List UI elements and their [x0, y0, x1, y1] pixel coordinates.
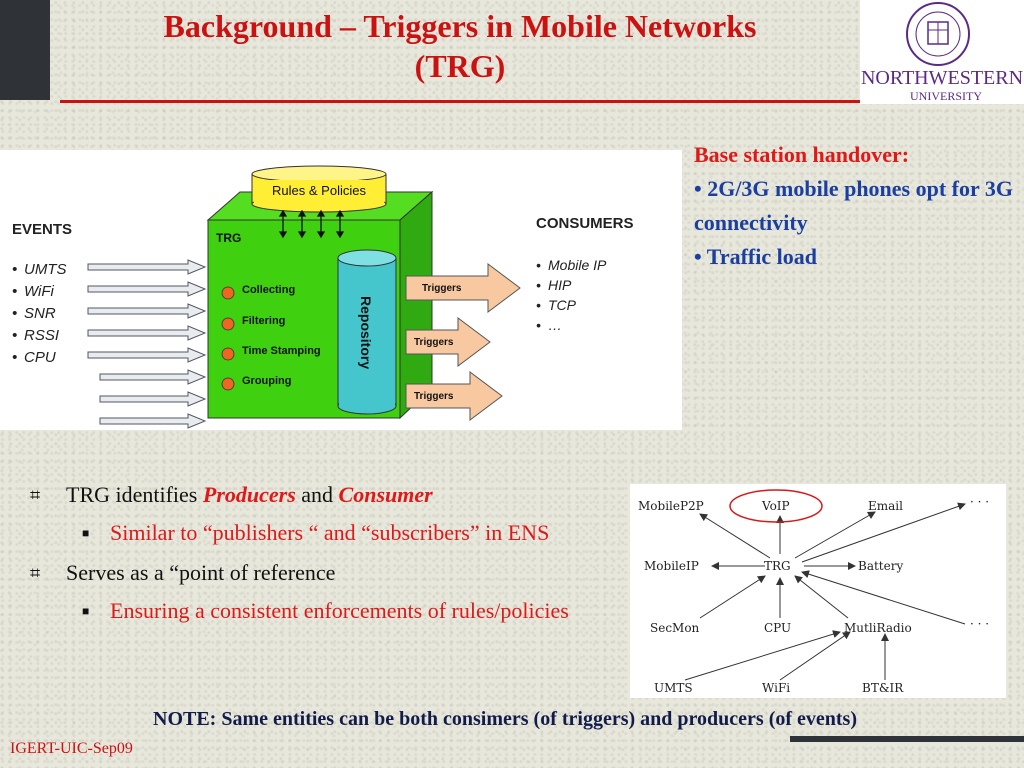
corner-block — [0, 0, 50, 100]
node-umts: UMTS — [654, 681, 693, 695]
bullet-mark-icon: ⌗ — [30, 485, 41, 505]
handover-text: Base station handover: • 2G/3G mobile ph… — [694, 138, 1014, 274]
event-item: RSSI — [24, 327, 59, 344]
trigger-label: Triggers — [422, 283, 462, 294]
university-logo: NORTHWESTERN UNIVERSITY — [860, 0, 1024, 104]
node-mobileip: MobileIP — [644, 559, 699, 573]
bullet-mark-icon: ⌗ — [30, 563, 41, 583]
note-text: NOTE: Same entities can be both consimer… — [153, 708, 857, 730]
node-ellipsis-bottom: · · · — [970, 617, 989, 631]
node-wifi: WiFi — [762, 681, 790, 695]
event-arrow — [87, 259, 207, 275]
function-label: Time Stamping — [242, 345, 321, 357]
title-underline — [60, 100, 888, 103]
sub-bullet-item: ■ Ensuring a consistent enforcements of … — [30, 594, 570, 628]
node-btir: BT&IR — [862, 681, 904, 695]
repository-label: Repository — [358, 296, 374, 369]
consumer-emphasis: Consumer — [338, 482, 433, 507]
function-dot — [221, 286, 235, 300]
node-battery: Battery — [858, 559, 903, 573]
event-arrow — [87, 347, 207, 363]
event-arrow — [87, 281, 207, 297]
node-trg: TRG — [764, 559, 791, 573]
rules-cylinder-top — [251, 165, 387, 183]
event-item: UMTS — [24, 261, 67, 278]
consumer-item: Mobile IP — [548, 257, 607, 273]
trg-label: TRG — [216, 231, 241, 245]
function-dot — [221, 317, 235, 331]
event-arrow — [99, 391, 207, 407]
university-seal-icon — [906, 2, 970, 66]
node-email: Email — [868, 499, 903, 513]
bottom-bar — [790, 736, 1024, 742]
event-item: CPU — [24, 349, 56, 366]
node-cpu: CPU — [764, 621, 791, 635]
bullet-item: ⌗ Serves as a “point of reference — [30, 556, 630, 590]
event-arrow — [87, 325, 207, 341]
event-bullet: • — [12, 305, 17, 322]
title-line-2: (TRG) — [414, 48, 506, 84]
square-bullet-icon: ■ — [82, 526, 90, 540]
trigger-arrow — [405, 317, 491, 367]
consumer-bullet: • — [536, 257, 541, 273]
event-bullet: • — [12, 261, 17, 278]
events-heading: EVENTS — [12, 221, 72, 238]
node-multiradio: MutliRadio — [844, 621, 912, 635]
function-label: Filtering — [242, 315, 285, 327]
event-arrow — [99, 413, 207, 429]
node-ellipsis-top: · · · — [970, 495, 989, 509]
square-bullet-icon: ■ — [82, 604, 90, 618]
event-bullet: • — [12, 327, 17, 344]
event-arrow — [87, 303, 207, 319]
trigger-arrow — [405, 263, 521, 313]
logo-name: NORTHWESTERN — [861, 67, 1023, 89]
function-dot — [221, 377, 235, 391]
event-item: SNR — [24, 305, 56, 322]
sub-bullet-item: ■ Similar to “publishers “ and “subscrib… — [30, 516, 570, 550]
node-mobilep2p: MobileP2P — [638, 499, 704, 513]
trigger-arrow — [405, 371, 503, 421]
consumer-bullet: • — [536, 317, 541, 333]
event-bullet: • — [12, 349, 17, 366]
bullet-list: ⌗ TRG identifies Producers and Consumer … — [30, 478, 630, 628]
event-item: WiFi — [24, 283, 55, 300]
producers-emphasis: Producers — [202, 482, 296, 507]
function-dot — [221, 347, 235, 361]
repository-cylinder — [337, 257, 397, 407]
node-voip: VoIP — [761, 499, 790, 513]
voip-highlight-circle — [729, 489, 823, 523]
rules-label: Rules & Policies — [272, 183, 366, 198]
handover-heading: Base station handover: — [694, 142, 910, 167]
handover-item: • 2G/3G mobile phones opt for 3G connect… — [694, 176, 1013, 235]
logo-sub: UNIVERSITY — [910, 89, 982, 103]
consumer-bullet: • — [536, 297, 541, 313]
function-label: Grouping — [242, 375, 292, 387]
consumer-bullet: • — [536, 277, 541, 293]
title-line-1: Background – Triggers in Mobile Networks — [163, 8, 757, 44]
bullet-item: ⌗ TRG identifies Producers and Consumer — [30, 478, 630, 512]
consumer-item: TCP — [548, 297, 577, 313]
node-secmon: SecMon — [650, 621, 700, 635]
event-arrow — [99, 369, 207, 385]
footer-text: IGERT-UIC-Sep09 — [10, 740, 133, 757]
trg-architecture-diagram: EVENTS UMTS WiFi SNR RSSI CPU • • • • • TRG — [0, 150, 682, 430]
trigger-label: Triggers — [414, 337, 454, 348]
entity-graph: MobileP2P VoIP Email · · · MobileIP TRG … — [630, 484, 1006, 698]
trigger-label: Triggers — [414, 391, 454, 402]
consumers-heading: CONSUMERS — [536, 215, 634, 232]
function-label: Collecting — [242, 284, 295, 296]
consumer-item: … — [548, 317, 562, 333]
handover-item: • Traffic load — [694, 244, 817, 269]
consumer-item: HIP — [548, 277, 572, 293]
slide-title: Background – Triggers in Mobile Networks… — [60, 6, 860, 86]
event-bullet: • — [12, 283, 17, 300]
